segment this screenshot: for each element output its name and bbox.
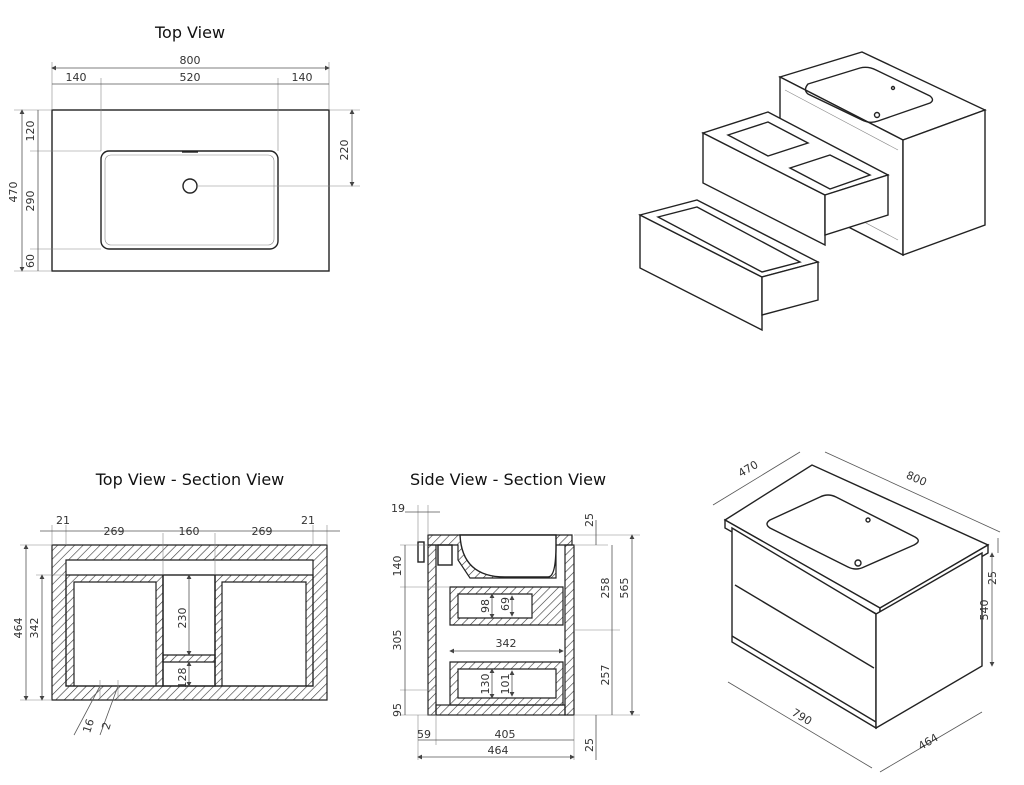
iso-closed-overflow [865, 517, 871, 523]
dim-basin-width: 520 [180, 71, 201, 84]
section-outer-frame [51, 544, 328, 701]
dim-front-margin: 60 [24, 254, 37, 268]
drain-hole [182, 178, 198, 194]
top-section-view: Top View - Section View 21 269 160 269 2… [12, 470, 340, 736]
dim-left-side: 21 [56, 514, 70, 527]
iso-drain [873, 111, 881, 119]
iso-closed-cabinet: 470 800 25 540 790 464 [712, 451, 1001, 773]
dim-line-iso-464 [879, 711, 983, 773]
basin-inner-edge [104, 154, 275, 246]
dim-inner-depth: 342 [28, 618, 41, 639]
front-wall [564, 544, 575, 716]
dim-lower-total: 257 [599, 665, 612, 686]
dim-right-margin: 140 [292, 71, 313, 84]
dim-iso-front-width: 790 [789, 706, 814, 728]
basin-section [459, 534, 557, 578]
dim-drawer1-inner: 69 [499, 597, 512, 611]
dim-drawer2-h: 130 [479, 674, 492, 695]
upper-drawer-section [449, 586, 564, 626]
dim-back-gap: 59 [417, 728, 431, 741]
dim-left-bay: 269 [104, 525, 125, 538]
dim-left-margin: 140 [66, 71, 87, 84]
upper-drawer-left-compartment [726, 121, 810, 157]
dim-iso-depth: 470 [736, 458, 761, 480]
basin-outline [100, 150, 279, 250]
dim-back-margin: 120 [24, 121, 37, 142]
leader-panel-a [73, 685, 101, 736]
dim-panel-a: 16 [80, 717, 97, 734]
iso-basin [766, 494, 919, 570]
bottom-panel [435, 704, 566, 716]
dim-bottom-thick: 25 [583, 738, 596, 752]
lower-drawer-interior [656, 206, 802, 273]
dim-top-offset: 19 [391, 502, 405, 515]
dim-line-iso-470 [712, 451, 801, 506]
dim-outer-depth: 464 [12, 618, 25, 639]
dim-iso-top-thick: 25 [986, 571, 999, 585]
dim-drain-offset: 220 [338, 140, 351, 161]
top-view: Top View 800 140 520 140 470 120 290 60 [7, 23, 360, 272]
top-view-title: Top View [154, 23, 225, 42]
upper-drawer-right-compartment [788, 154, 872, 190]
lower-drawer-side [761, 261, 819, 316]
dim-iso-width: 800 [904, 469, 928, 489]
dim-panel-b: 2 [99, 721, 114, 732]
countertop-outline [51, 109, 330, 272]
dim-overall-width: 800 [180, 54, 201, 67]
dim-inner-depth: 405 [495, 728, 516, 741]
dim-line-iso-790 [727, 681, 873, 769]
dim-drawer-width: 342 [496, 637, 517, 650]
iso-cabinet-side [875, 551, 983, 730]
dim-outer-depth: 464 [488, 744, 509, 757]
dim-iso-height: 540 [978, 600, 991, 621]
dim-right-side: 21 [301, 514, 315, 527]
dim-basin-depth: 290 [24, 191, 37, 212]
dim-upper-h: 140 [391, 556, 404, 577]
dim-upper-slot: 230 [176, 608, 189, 629]
iso-basin-top [804, 66, 934, 123]
iso-overflow [890, 85, 896, 91]
iso-plinth-line [731, 635, 877, 723]
dim-right-bay: 269 [252, 525, 273, 538]
back-wall [427, 544, 437, 716]
dim-line-iso-800 [824, 451, 1001, 533]
dim-top-thick: 25 [583, 513, 596, 527]
left-bay-walls [65, 574, 164, 687]
dim-drawer1-h: 98 [479, 599, 492, 613]
dim-upper-total: 258 [599, 578, 612, 599]
hanger-block [437, 544, 453, 566]
side-section-title: Side View - Section View [410, 470, 606, 489]
iso-open-drawers [638, 51, 987, 332]
iso-closed-drain [854, 559, 862, 567]
dim-drawer2-inner: 101 [499, 674, 512, 695]
dim-lower-slot: 128 [176, 668, 189, 689]
dim-total-depth: 470 [7, 182, 20, 203]
lower-drawer-section [449, 661, 564, 706]
leader-panel-b [99, 685, 119, 736]
right-bay-walls [214, 574, 314, 687]
side-section-view: Side View - Section View 19 140 305 95 [391, 470, 640, 760]
dim-kick-h: 95 [391, 703, 404, 717]
wall-bracket [417, 541, 425, 563]
dim-middle-gap: 160 [179, 525, 200, 538]
iso-drawer-split [734, 584, 875, 669]
top-section-title: Top View - Section View [95, 470, 285, 489]
dim-iso-side-depth: 464 [916, 731, 941, 753]
upper-drawer-side [824, 174, 889, 236]
middle-shelf [162, 654, 216, 663]
dim-mid-h: 305 [391, 630, 404, 651]
cabinet-side [902, 108, 986, 257]
dim-overall-h: 565 [618, 578, 631, 599]
